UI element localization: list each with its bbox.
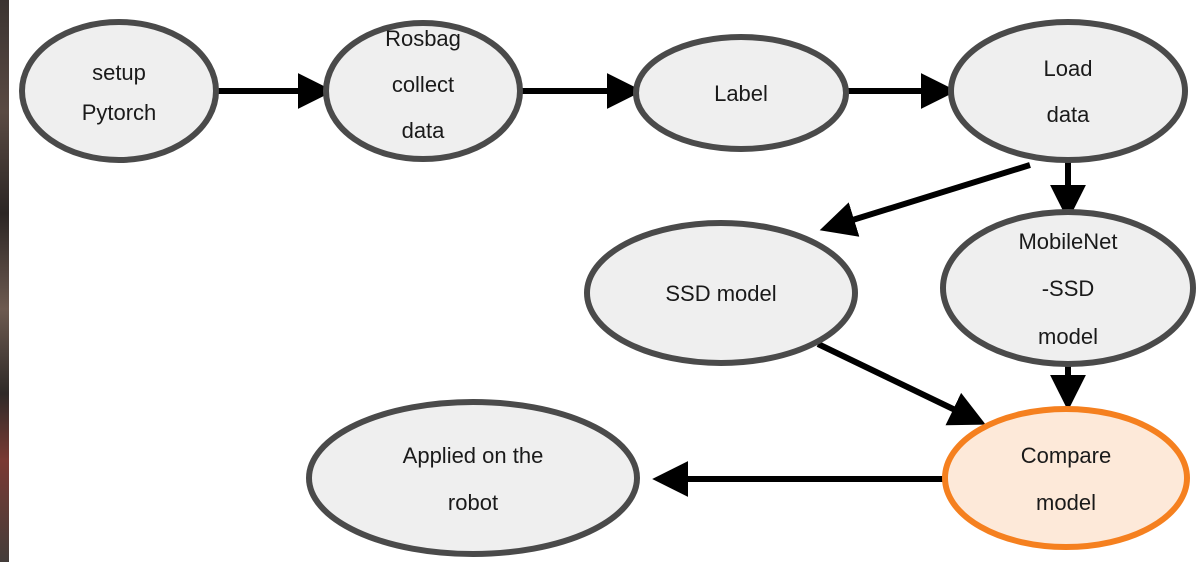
node-setup-ellipse <box>19 19 219 163</box>
node-applied-line-1: Applied on the <box>403 443 544 468</box>
node-ssd-model: SSD model <box>584 220 858 366</box>
edge-load-to-ssd <box>819 162 1031 237</box>
cropped-photo-strip <box>0 0 9 562</box>
node-rosbag-line-3: data <box>402 118 446 143</box>
node-setup-line-1: setup <box>92 60 146 85</box>
node-rosbag-ellipse <box>323 20 523 162</box>
node-label-line-1: Label <box>714 81 768 106</box>
node-compare-line-1: Compare <box>1021 443 1111 468</box>
node-label-ellipse <box>633 34 849 152</box>
edges <box>215 73 1086 497</box>
node-mobilenet-line-1: MobileNet <box>1018 229 1117 254</box>
node-load-ellipse <box>948 19 1188 163</box>
node-rosbag-collect-data: Rosbag collect data <box>323 20 523 162</box>
node-rosbag-line-1: Rosbag <box>385 26 461 51</box>
node-mobilenet-line-3: model <box>1038 324 1098 349</box>
node-applied-on-the-robot: Applied on the robot <box>306 399 640 557</box>
node-mobilenet-ssd-model: MobileNet -SSD model <box>940 209 1196 367</box>
node-setup-pytorch: setup Pytorch <box>19 19 219 163</box>
node-compare-ellipse <box>942 406 1190 550</box>
node-applied-ellipse <box>306 399 640 557</box>
node-setup-line-2: Pytorch <box>82 100 157 125</box>
node-load-line-2: data <box>1047 102 1091 127</box>
node-ssd-line-1: SSD model <box>665 281 776 306</box>
node-applied-line-2: robot <box>448 490 498 515</box>
node-load-line-1: Load <box>1044 56 1093 81</box>
node-ssd-ellipse <box>584 220 858 366</box>
node-compare-model: Compare model <box>942 406 1190 550</box>
node-load-data: Load data <box>948 19 1188 163</box>
edge-ssd-to-compare <box>816 341 986 426</box>
node-mobilenet-ellipse <box>940 209 1196 367</box>
node-rosbag-line-2: collect <box>392 72 454 97</box>
node-compare-line-2: model <box>1036 490 1096 515</box>
node-label: Label <box>633 34 849 152</box>
node-mobilenet-line-2: -SSD <box>1042 276 1095 301</box>
